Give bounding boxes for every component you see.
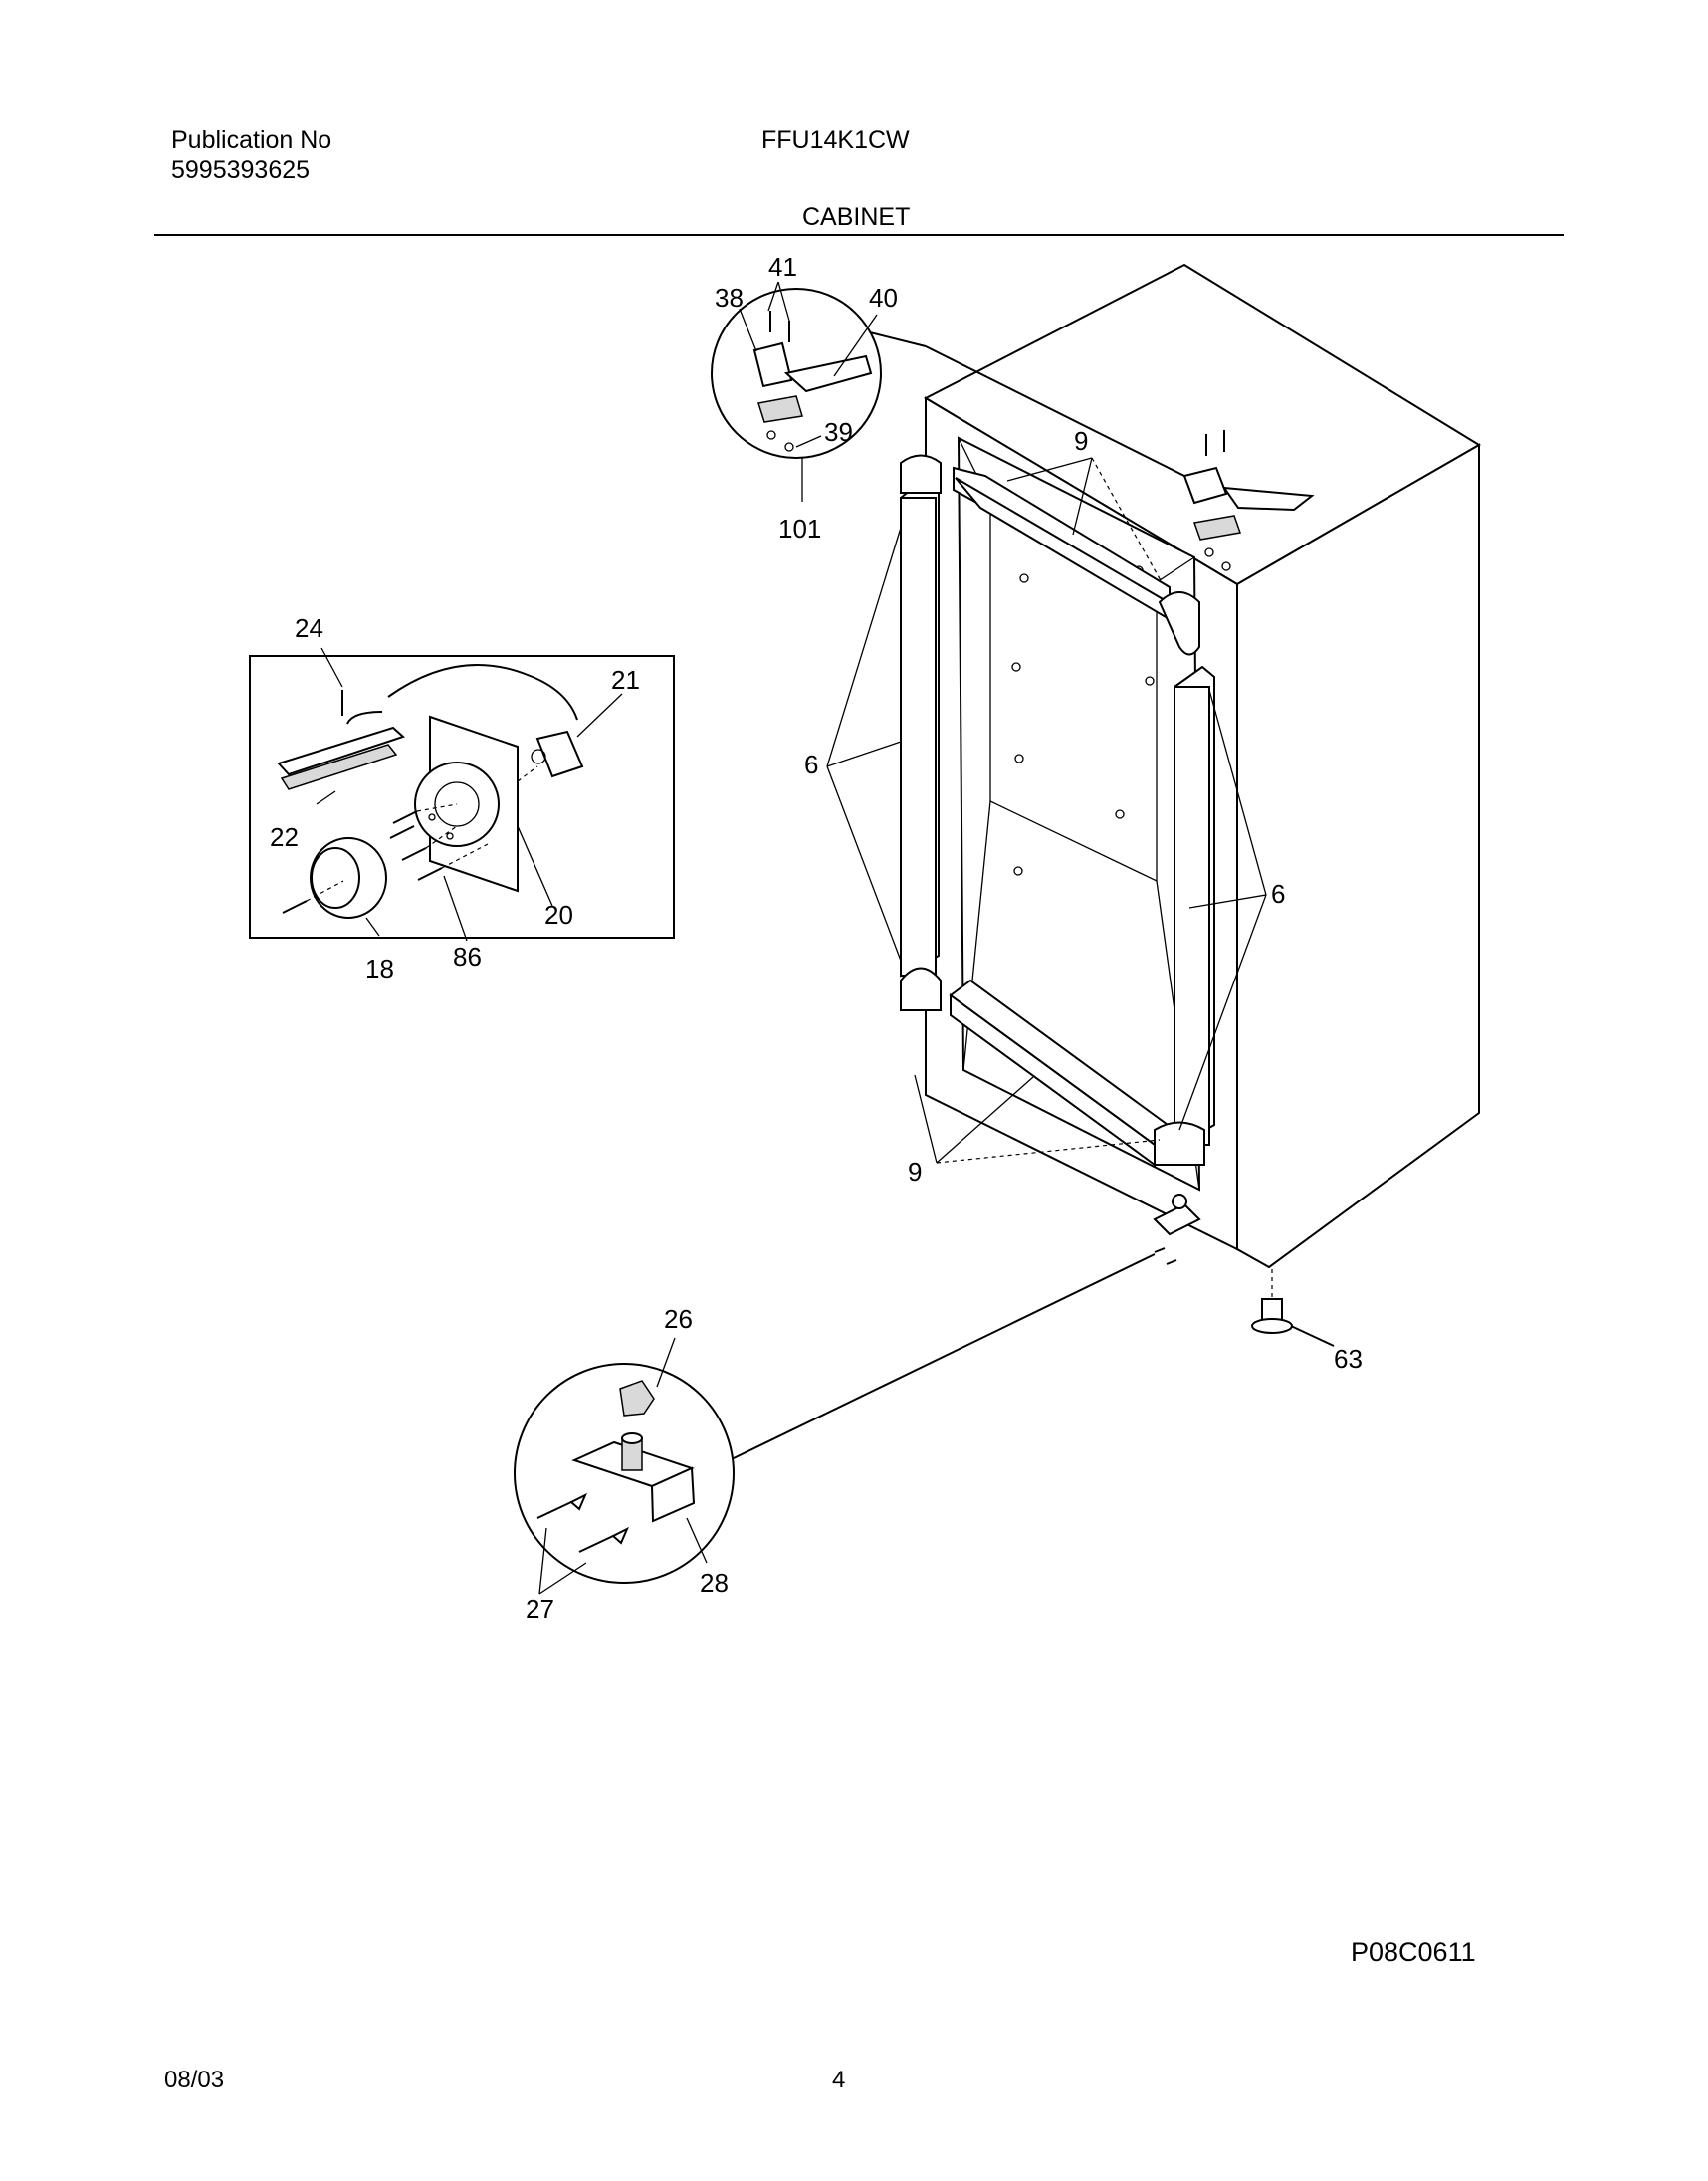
control-assembly-box xyxy=(249,647,675,942)
callout-101: 101 xyxy=(778,514,821,544)
callout-86: 86 xyxy=(453,942,482,972)
bottom-hinge-inset xyxy=(514,1253,1156,1595)
callout-26: 26 xyxy=(664,1304,693,1334)
callout-9-bottom: 9 xyxy=(908,1157,922,1187)
callout-38: 38 xyxy=(715,283,744,313)
callout-28: 28 xyxy=(700,1568,729,1598)
callout-leaders xyxy=(826,457,1267,1164)
page-number: 4 xyxy=(832,2067,846,2093)
callout-6-right: 6 xyxy=(1271,879,1285,909)
callout-6-left: 6 xyxy=(804,750,818,779)
callout-21: 21 xyxy=(611,665,640,695)
callout-27: 27 xyxy=(526,1594,554,1624)
callout-41: 41 xyxy=(768,252,797,282)
publication-label: Publication No xyxy=(171,126,332,154)
callout-22: 22 xyxy=(270,822,299,852)
callout-39: 39 xyxy=(824,417,853,447)
footer-date: 08/03 xyxy=(164,2067,225,2093)
callout-18: 18 xyxy=(365,954,394,983)
header-rule xyxy=(154,234,1564,236)
section-title: CABINET xyxy=(802,203,911,231)
top-hinge-inset xyxy=(711,281,1185,502)
publication-number: 5995393625 xyxy=(171,156,311,184)
callout-40: 40 xyxy=(869,283,898,313)
callout-20: 20 xyxy=(544,900,573,930)
callout-labels: 41 38 40 39 101 9 6 6 9 24 21 22 20 18 8… xyxy=(270,252,1363,1624)
bottom-hinge-on-cabinet xyxy=(1153,1194,1201,1265)
callout-63: 63 xyxy=(1334,1344,1363,1374)
breaker-strips xyxy=(900,454,1215,1167)
art-code: P08C0611 xyxy=(1351,1937,1476,1967)
top-hinge-on-cabinet xyxy=(1182,430,1315,571)
callout-24: 24 xyxy=(295,613,323,643)
leveling-leg xyxy=(1251,1269,1335,1347)
model-number: FFU14K1CW xyxy=(761,126,910,154)
callout-9-top: 9 xyxy=(1074,426,1088,456)
